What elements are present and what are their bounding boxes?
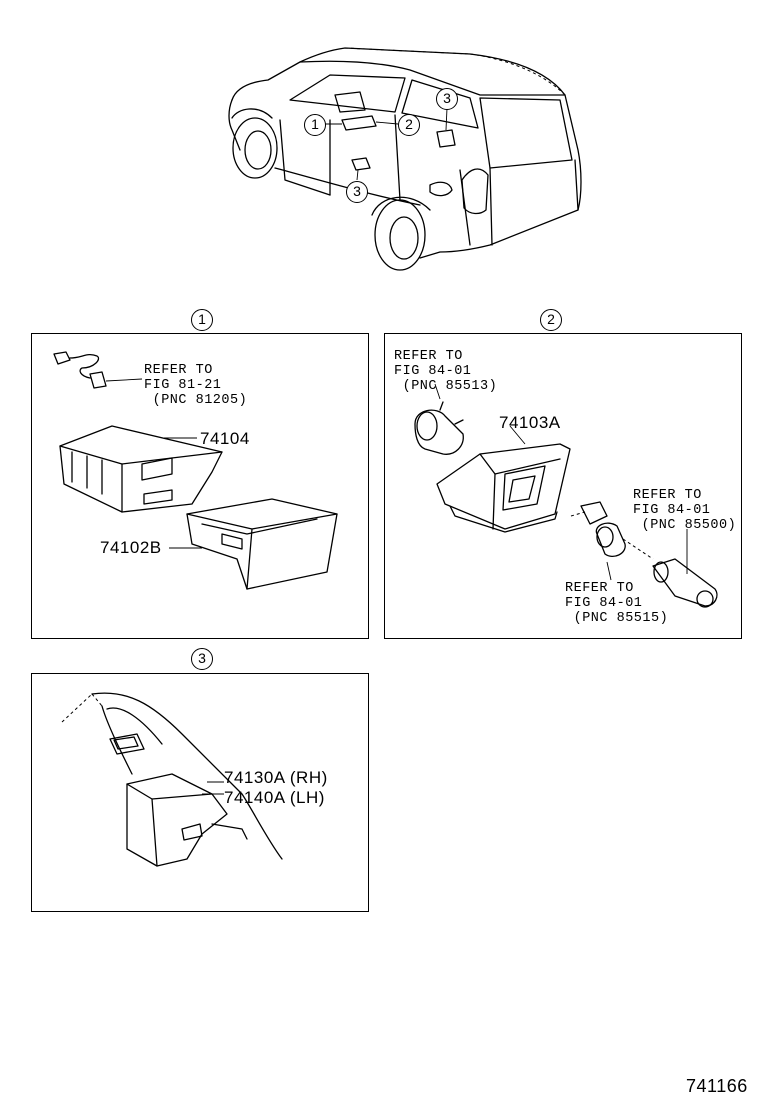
- overview-callout-3-rear: 3: [436, 88, 458, 110]
- figure-number: 741166: [686, 1076, 748, 1096]
- overview-callout-2: 2: [398, 114, 420, 136]
- part-74102b-label: 74102B: [100, 538, 162, 557]
- section-3-callout: 3: [191, 648, 213, 670]
- section-2-ref-pnc-85515: REFER TO FIG 84-01 (PNC 85515): [565, 581, 669, 626]
- section-1-callout: 1: [191, 309, 213, 331]
- overview-callout-1: 1: [304, 114, 326, 136]
- overview-callout-3-front: 3: [346, 181, 368, 203]
- section-2-callout: 2: [540, 309, 562, 331]
- section-2-ref-pnc-85513: REFER TO FIG 84-01 (PNC 85513): [394, 349, 498, 394]
- section-3-illustration: [61, 692, 283, 867]
- section-3-panel: 74130A (RH) 74140A (LH): [31, 673, 369, 912]
- part-74130a-rh-label: 74130A (RH): [224, 768, 328, 787]
- section-2-panel: REFER TO FIG 84-01 (PNC 85513) 74103A RE…: [384, 333, 742, 639]
- vehicle-illustration: [228, 47, 582, 271]
- part-74103a-label: 74103A: [499, 413, 561, 432]
- section-2-illustration: [414, 383, 718, 608]
- part-74104-label: 74104: [200, 429, 250, 448]
- section-1-ref-pnc-81205: REFER TO FIG 81-21 (PNC 81205): [144, 363, 248, 408]
- section-1-panel: REFER TO FIG 81-21 (PNC 81205) 74104 741…: [31, 333, 369, 639]
- vehicle-overview: 1 2 3 3: [0, 0, 760, 300]
- section-2-ref-pnc-85500: REFER TO FIG 84-01 (PNC 85500): [633, 488, 737, 533]
- part-74140a-lh-label: 74140A (LH): [224, 788, 325, 807]
- section-1-illustration: [53, 351, 338, 590]
